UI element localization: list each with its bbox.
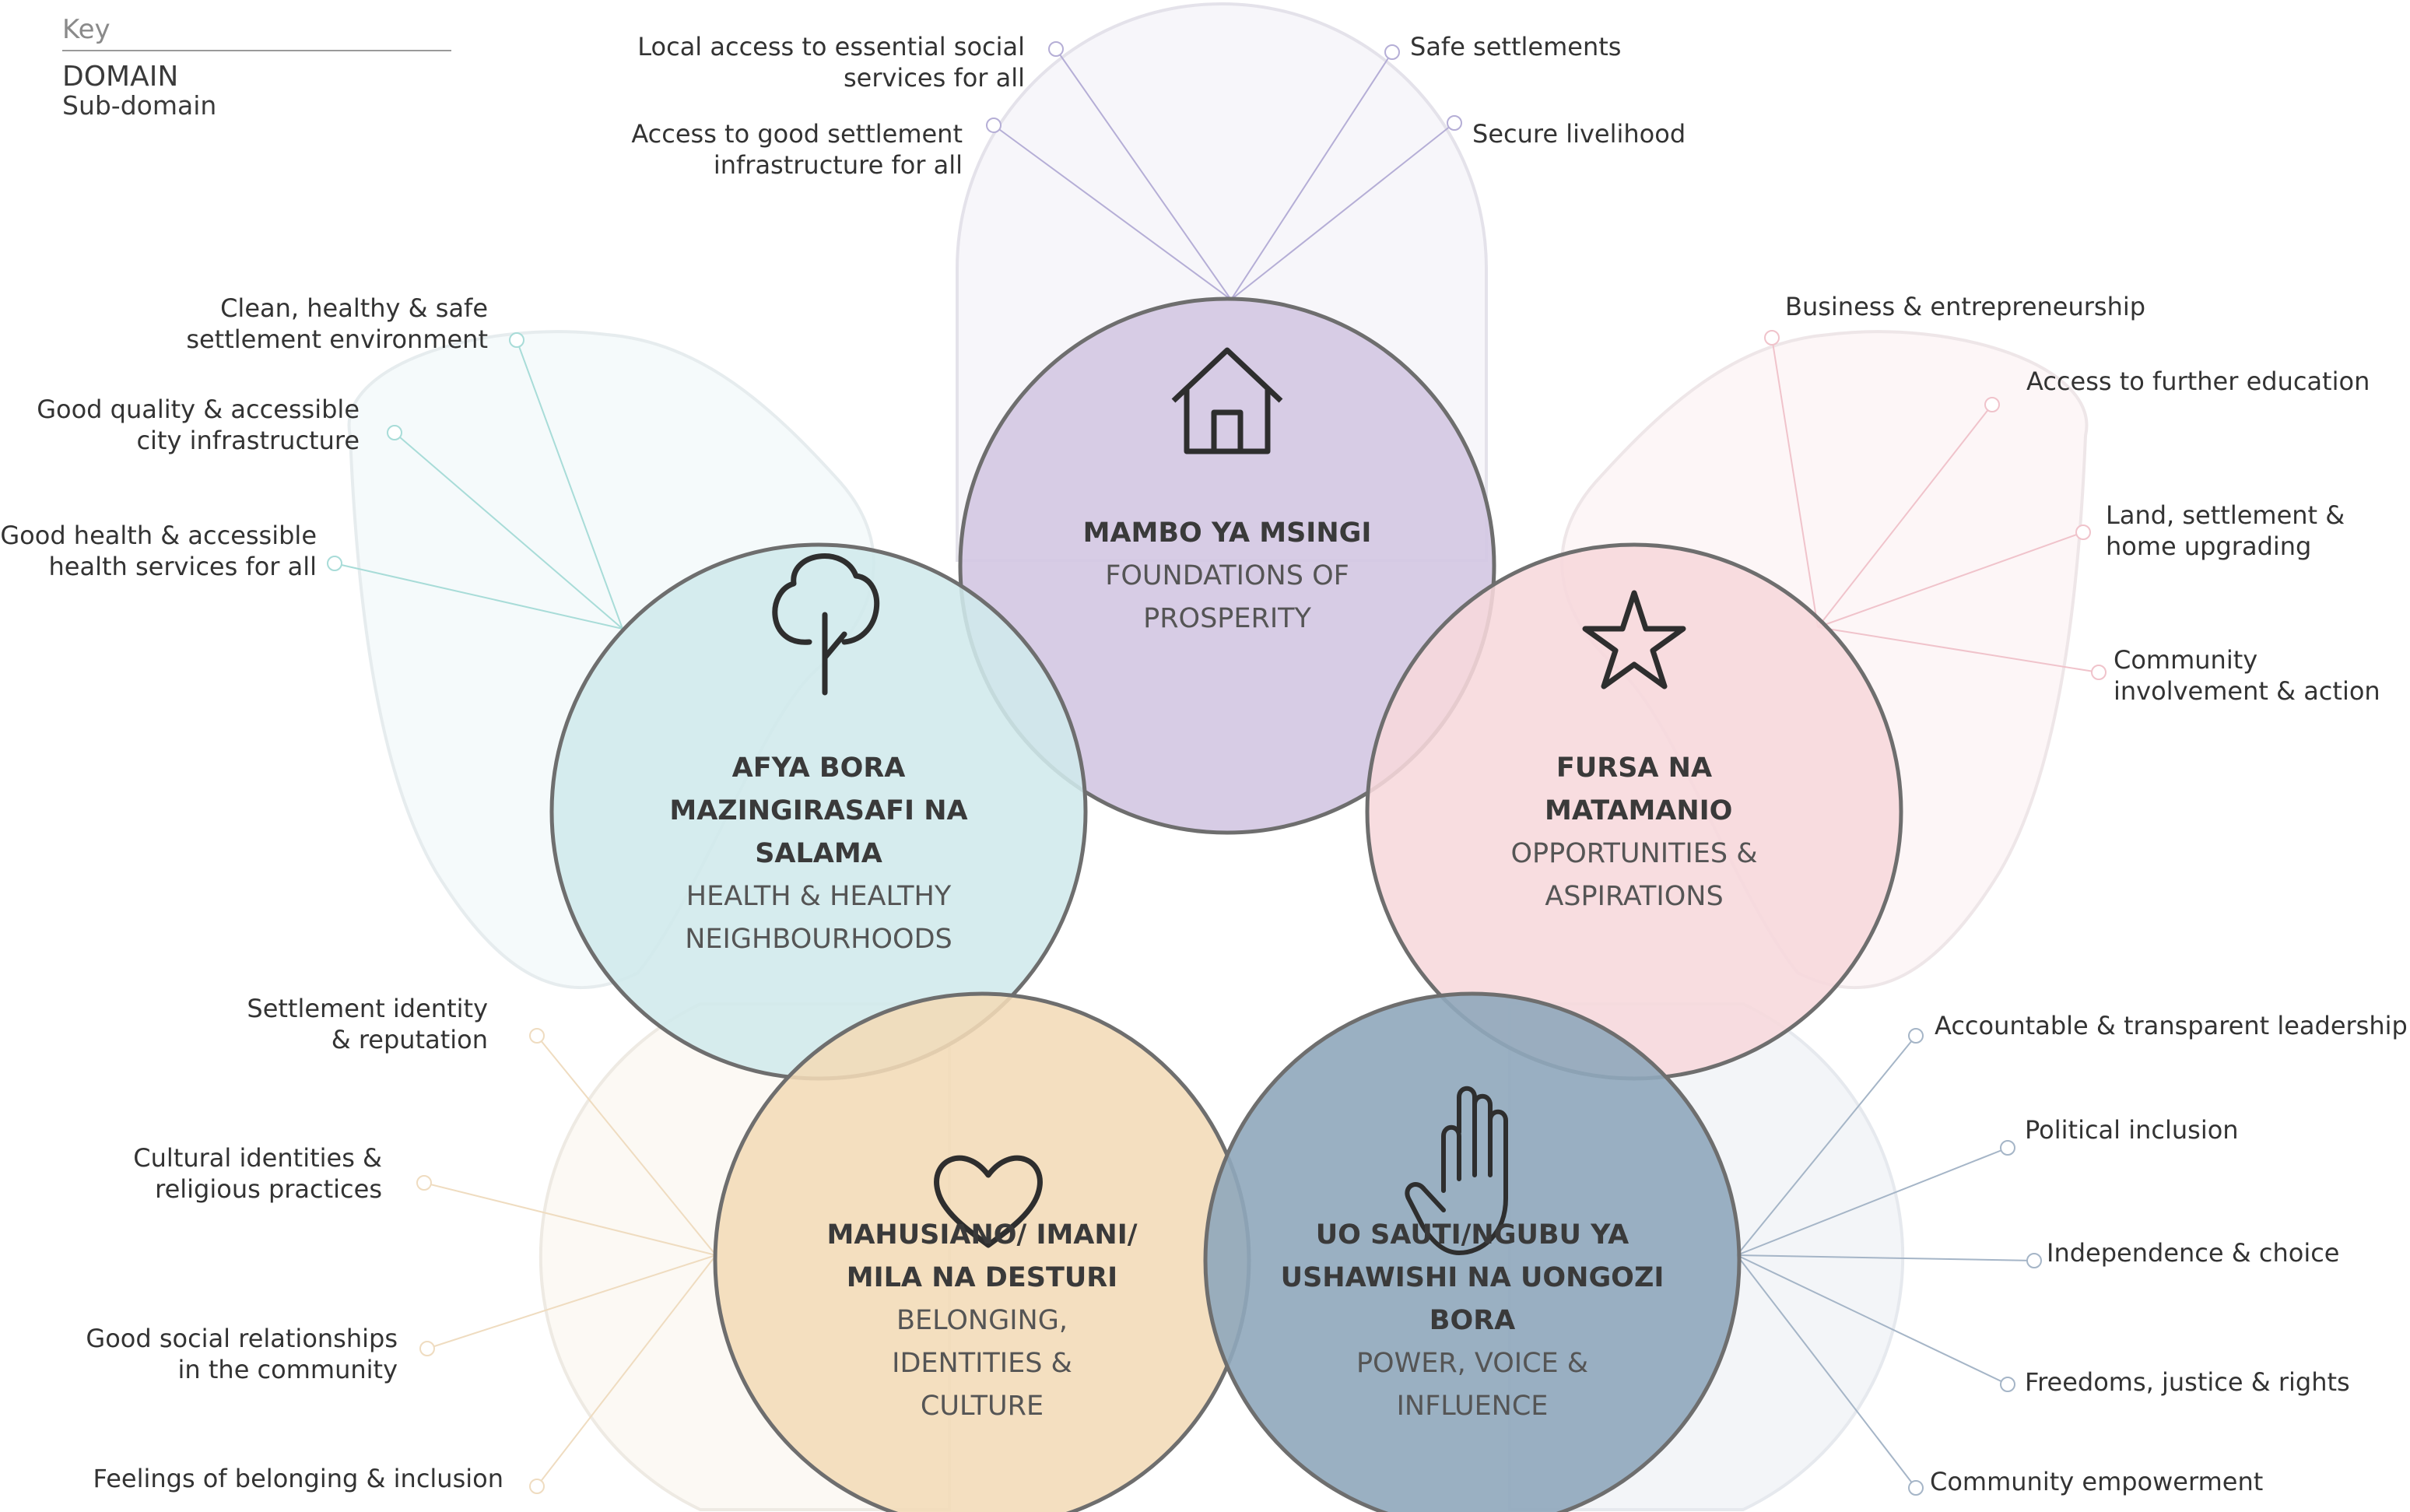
connector-lines-belonging — [423, 1035, 717, 1487]
domain-text-power: UO SAUTI/NGUBU YA USHAWISHI NA UONGOZI B… — [1231, 1214, 1714, 1428]
key-legend: Key DOMAIN Sub-domain — [62, 14, 451, 120]
subdomain-label: Cultural identities & religious practice… — [133, 1143, 382, 1204]
house-icon — [1171, 347, 1283, 454]
tree-icon — [772, 553, 880, 696]
subdomain-label: Local access to essential social service… — [637, 32, 1025, 93]
domain-name-opportunities: FURSA NA MATAMANIO — [1545, 752, 1733, 826]
subdomain-label: Accountable & transparent leadership — [1935, 1011, 2408, 1040]
subdomain-label: Good health & accessible health services… — [0, 521, 317, 581]
subdomain-label: Feelings of belonging & inclusion — [93, 1464, 503, 1493]
subdomain-label: Land, settlement & home upgrading — [2106, 500, 2345, 561]
subdomain-label: Clean, healthy & safe settlement environ… — [186, 293, 488, 354]
domain-subtitle-power: POWER, VOICE & INFLUENCE — [1356, 1348, 1589, 1422]
subdomain-label: Access to further education — [2026, 367, 2370, 396]
domain-text-opportunities: FURSA NA MATAMANIO OPPORTUNITIES & ASPIR… — [1393, 747, 1875, 918]
domain-name-belonging: MAHUSIANO/ IMANI/ MILA NA DESTURI — [826, 1219, 1138, 1293]
domain-subtitle-foundations: FOUNDATIONS OF PROSPERITY — [1105, 560, 1349, 634]
subdomain-label: Community empowerment — [1930, 1467, 2264, 1496]
subdomain-label: Secure livelihood — [1472, 119, 1686, 149]
subdomain-label: Business & entrepreneurship — [1785, 292, 2146, 321]
subdomain-label: Community involvement & action — [2114, 645, 2380, 706]
connector-lines-power — [1736, 1035, 2035, 1489]
domain-subtitle-health: HEALTH & HEALTHY NEIGHBOURHOODS — [685, 881, 952, 955]
domain-subtitle-opportunities: OPPORTUNITIES & ASPIRATIONS — [1510, 838, 1758, 912]
domain-subtitle-belonging: BELONGING, IDENTITIES & CULTURE — [892, 1305, 1072, 1422]
subdomain-label: Access to good settlement infrastructure… — [631, 119, 963, 180]
domain-text-foundations: MAMBO YA MSINGI FOUNDATIONS OF PROSPERIT… — [986, 512, 1468, 640]
heart-icon — [934, 1155, 1043, 1248]
domain-name-health: AFYA BORA MAZINGIRASAFI NA SALAMA — [669, 752, 968, 869]
subdomain-label: Safe settlements — [1410, 32, 1622, 61]
subdomain-label: Good quality & accessible city infrastru… — [37, 395, 360, 455]
subdomain-label: Freedoms, justice & rights — [2025, 1367, 2350, 1397]
domain-text-belonging: MAHUSIANO/ IMANI/ MILA NA DESTURI BELONG… — [741, 1214, 1223, 1428]
star-icon — [1582, 590, 1686, 689]
domain-name-power: UO SAUTI/NGUBU YA USHAWISHI NA UONGOZI B… — [1280, 1219, 1665, 1336]
connector-lines-foundations — [993, 48, 1455, 300]
raised-hand-icon — [1405, 1086, 1508, 1255]
subdomain-label: Good social relationships in the communi… — [86, 1324, 398, 1384]
connector-lines-opportunities — [1771, 337, 2100, 673]
domain-name-foundations: MAMBO YA MSINGI — [1082, 517, 1372, 549]
circle-foundations — [958, 296, 1496, 835]
connector-lines-health — [334, 339, 623, 630]
key-subdomain-label: Sub-domain — [62, 90, 217, 121]
subdomain-label: Independence & choice — [2047, 1238, 2340, 1268]
subdomain-label: Political inclusion — [2025, 1115, 2239, 1145]
key-title: Key — [62, 14, 451, 51]
key-domain-label: DOMAIN — [62, 61, 179, 93]
endpoint-markers — [327, 41, 2107, 1496]
domain-text-health: AFYA BORA MAZINGIRASAFI NA SALAMA HEALTH… — [577, 747, 1060, 961]
subdomain-label: Settlement identity & reputation — [247, 994, 488, 1054]
